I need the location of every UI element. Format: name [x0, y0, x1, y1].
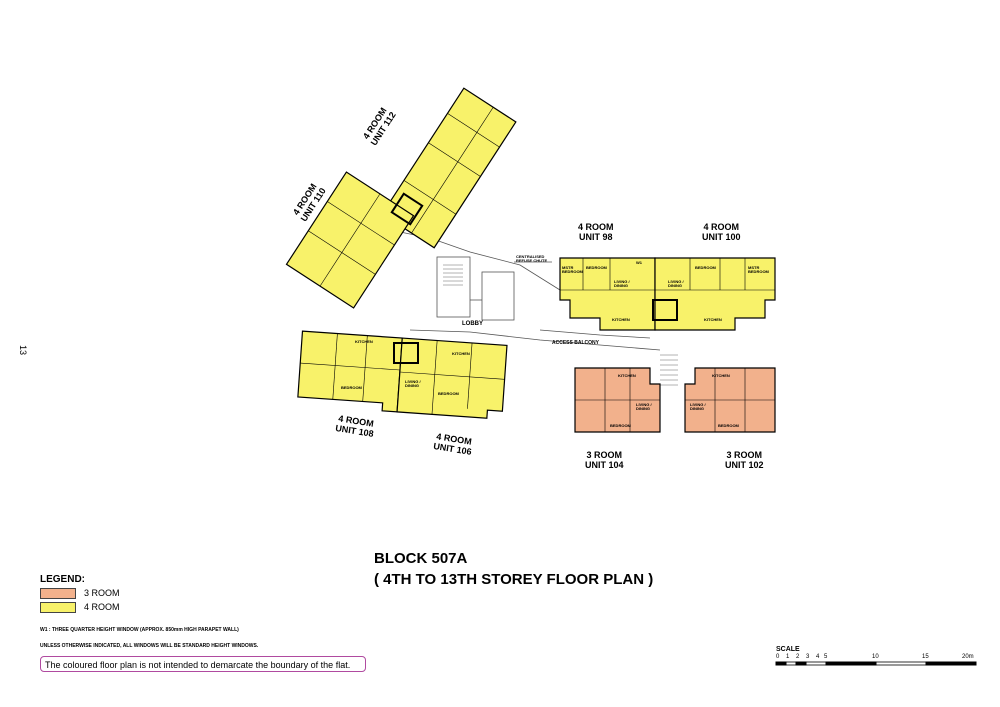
note-windows: UNLESS OTHERWISE INDICATED, ALL WINDOWS … [40, 643, 259, 649]
scale-title: SCALE [776, 646, 800, 653]
room-bedroom-98: BEDROOM [586, 265, 607, 270]
page-title: BLOCK 507A ( 4TH TO 13TH STOREY FLOOR PL… [374, 548, 653, 590]
unit-102-shape [684, 367, 776, 433]
scale-tick: 0 [776, 654, 780, 660]
room-master-98: MSTR BEDROOM [562, 265, 583, 274]
legend: LEGEND: 3 ROOM 4 ROOM [40, 574, 120, 613]
room-bedroom-108: BEDROOM [341, 385, 362, 390]
room-bedroom-100: BEDROOM [695, 265, 716, 270]
lift-cores [390, 192, 678, 364]
room-living-100: LIVING / DINING [668, 279, 684, 288]
room-kitchen-100: KITCHEN [704, 317, 722, 322]
unit-100-shape [654, 257, 776, 331]
legend-title: LEGEND: [40, 574, 85, 585]
scale-ticks: 0 1 2 3 4 5 10 15 20m [776, 654, 976, 662]
legend-item-3room: 3 ROOM [40, 587, 120, 599]
room-bedroom-106: BEDROOM [438, 391, 459, 396]
room-kitchen-104: KITCHEN [618, 373, 636, 378]
scale: SCALE 0 1 2 3 4 5 10 15 20m [776, 646, 974, 660]
unit-108-shape [297, 330, 403, 413]
scale-tick: 3 [806, 654, 810, 660]
stairs [443, 264, 678, 386]
legend-label-3room: 3 ROOM [84, 588, 120, 598]
refuse-chute-label: CENTRALISED REFUSE CHUTE [516, 254, 548, 263]
legend-item-4room: 4 ROOM [40, 601, 120, 613]
unit-104-shape [574, 367, 661, 433]
room-living-102: LIVING / DINING [690, 402, 706, 411]
disclaimer-box: The coloured floor plan is not intended … [40, 656, 366, 672]
lobby-label: LOBBY [462, 321, 483, 327]
room-bedroom-102: BEDROOM [718, 423, 739, 428]
room-kitchen-108: KITCHEN [355, 339, 373, 344]
scale-tick: 5 [824, 654, 828, 660]
legend-swatch-4room [40, 601, 76, 613]
note-w1: W1 : THREE QUARTER HEIGHT WINDOW (APPROX… [40, 627, 239, 633]
scale-tick: 20m [962, 654, 974, 660]
room-master-100: MSTR BEDROOM [748, 265, 769, 274]
title-block: BLOCK 507A [374, 550, 468, 567]
scale-bar [775, 661, 977, 666]
unit-110-shape [285, 171, 415, 309]
legend-label-4room: 4 ROOM [84, 602, 120, 612]
scale-tick: 4 [816, 654, 820, 660]
room-bedroom-104: BEDROOM [610, 423, 631, 428]
room-living-104: LIVING / DINING [636, 402, 652, 411]
unit-98-shape [559, 257, 656, 331]
page-number: 13 [18, 344, 29, 356]
scale-tick: 1 [786, 654, 790, 660]
room-kitchen-106: KITCHEN [452, 351, 470, 356]
w1-label-98: W1 [636, 260, 642, 265]
corridor-lines [399, 231, 661, 351]
room-kitchen-102: KITCHEN [712, 373, 730, 378]
title-subtitle: ( 4TH TO 13TH STOREY FLOOR PLAN ) [374, 571, 654, 588]
unit-112-shape [381, 87, 517, 249]
room-living-98: LIVING / DINING [614, 279, 630, 288]
room-kitchen-98: KITCHEN [612, 317, 630, 322]
room-living-108: LIVING / DINING [405, 379, 421, 388]
unit-106-shape [396, 337, 508, 419]
scale-tick: 15 [922, 654, 929, 660]
scale-tick: 10 [872, 654, 879, 660]
legend-swatch-3room [40, 587, 76, 599]
scale-tick: 2 [796, 654, 800, 660]
access-balcony-label: ACCESS BALCONY [552, 340, 599, 346]
